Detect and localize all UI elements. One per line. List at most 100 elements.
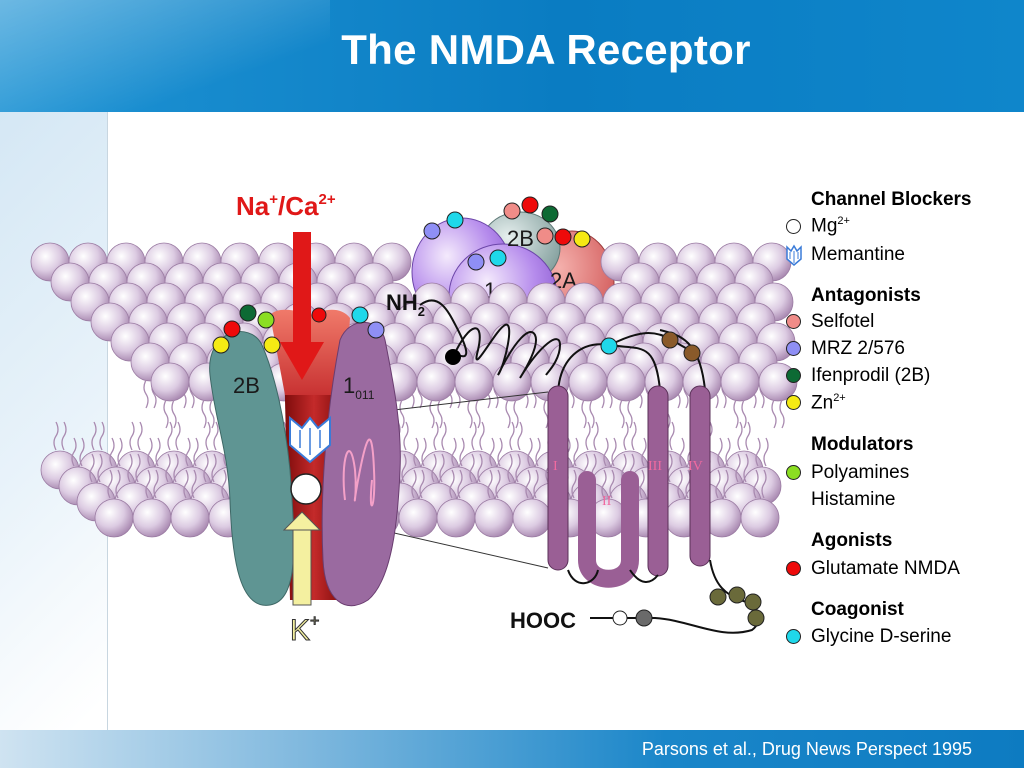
legend-item-mrz: MRZ 2/576 [811,338,905,359]
title-band [0,0,1024,112]
tm-squiggle [342,438,376,507]
lipid-tail [411,469,425,499]
citation: Parsons et al., Drug News Perspect 1995 [641,739,972,759]
efflux-ion-label: K+ [290,613,319,647]
glutamate-site-dot [521,196,539,214]
subunit-topology: NH2 I II III IV HOOC [367,290,765,634]
lipid-tail [581,399,595,429]
tm-segment-iv [689,385,711,567]
c-terminus-label: HOOC [510,608,576,633]
glycine-site-dot [446,211,464,229]
tm-label-iv: IV [688,459,703,474]
lipid-tail [107,469,121,499]
lipid-tail [509,421,523,451]
lipid-tail [413,437,427,467]
lipid-head [436,498,476,538]
lipid-tail [601,469,615,499]
lipid-head [568,362,608,402]
lipid-tail [163,399,177,429]
lipid-tail [185,437,199,467]
lipid-tail [585,421,599,451]
influx-arrow-shaft [293,232,311,342]
lipid-tail [771,399,785,429]
legend-heading-modulators: Modulators [811,434,914,455]
tm-label-ii: II [602,494,612,509]
lipid-tail [507,453,521,483]
lipid-tail [165,453,179,483]
footer-band [0,730,1024,768]
lipid-head [416,362,456,402]
tm-segment-i [547,385,569,571]
efflux-arrow-shaft [292,529,312,606]
lipid-tail [527,437,541,467]
mrz-site-dot-2 [467,253,485,271]
lipid-tail [205,421,219,451]
mrz-site-dot-front [367,321,385,339]
legend-swatch-glutamate [786,561,801,576]
lipid-head [170,498,210,538]
legend-swatch-mg [786,219,801,234]
lipid-tail [91,421,105,451]
polyamine-site-dot-front [257,311,275,329]
legend-item-mg: Mg2+ [811,215,850,237]
lipid-tail [201,399,215,429]
lipid-tail [733,399,747,429]
selfotel-site-dot-2 [536,227,554,245]
lipid-tail [471,421,485,451]
subunit-label-2b-front: 2B [233,373,260,398]
lipid-tail [71,437,85,467]
lipid-tail [525,469,539,499]
tm-segment-iii [647,385,669,577]
lipid-tail [53,421,67,451]
lipid-tail [203,453,217,483]
lipid-tail [127,453,141,483]
tm-segment-ii [578,471,639,588]
lipid-tail [109,437,123,467]
c-term-bead [728,586,746,604]
lipid-head [512,498,552,538]
lipid-head [398,498,438,538]
lipid-tail [451,437,465,467]
lipid-tail [603,437,617,467]
c-term-bead-gray [635,609,653,627]
page-title: The NMDA Receptor [341,26,751,73]
mrz-site-dot [423,222,441,240]
lipid-tail [431,453,445,483]
lipid-tail [469,453,483,483]
lipid-tail [183,469,197,499]
legend-item-histamine: Histamine [811,489,896,510]
lipid-tail [619,399,633,429]
ion-channel: 2B 1011 Na+/Ca2+ K+ [209,191,401,648]
lipid-tail [487,469,501,499]
lipid-head [94,498,134,538]
lipid-tail [147,437,161,467]
legend-heading-antagonists: Antagonists [811,285,921,306]
tm-label-iii: III [648,459,662,474]
lipid-head [454,362,494,402]
legend-item-glycine: Glycine D-serine [811,626,952,647]
lipid-tail [753,469,767,499]
glycine-site-dot-2 [489,249,507,267]
zinc-site-dot-front-2 [263,336,281,354]
legend-swatch-glycine [786,629,801,644]
legend-item-memantine: Memantine [811,244,905,265]
n-terminal-chain [452,323,562,379]
legend-item-polyamines: Polyamines [811,462,910,483]
memantine-legend-icon [786,244,802,266]
influx-ion-label: Na+/Ca2+ [236,191,336,221]
c-term-bead-white [612,610,628,626]
legend-heading-channel-blockers: Channel Blockers [811,189,972,210]
lipid-head [740,498,780,538]
loop-bead [683,344,701,362]
zinc-site-dot-front [212,336,230,354]
c-term-bead [747,609,765,627]
lipid-head [132,498,172,538]
lipid-tail [433,421,447,451]
lipid-tail [735,453,749,483]
ifenprodil-site-dot [541,205,559,223]
zinc-site-dot [573,230,591,248]
lipid-tail [717,437,731,467]
lipid-head [150,362,190,402]
magnesium-ion [290,473,322,505]
subunit-label-2b-back: 2B [507,226,534,251]
